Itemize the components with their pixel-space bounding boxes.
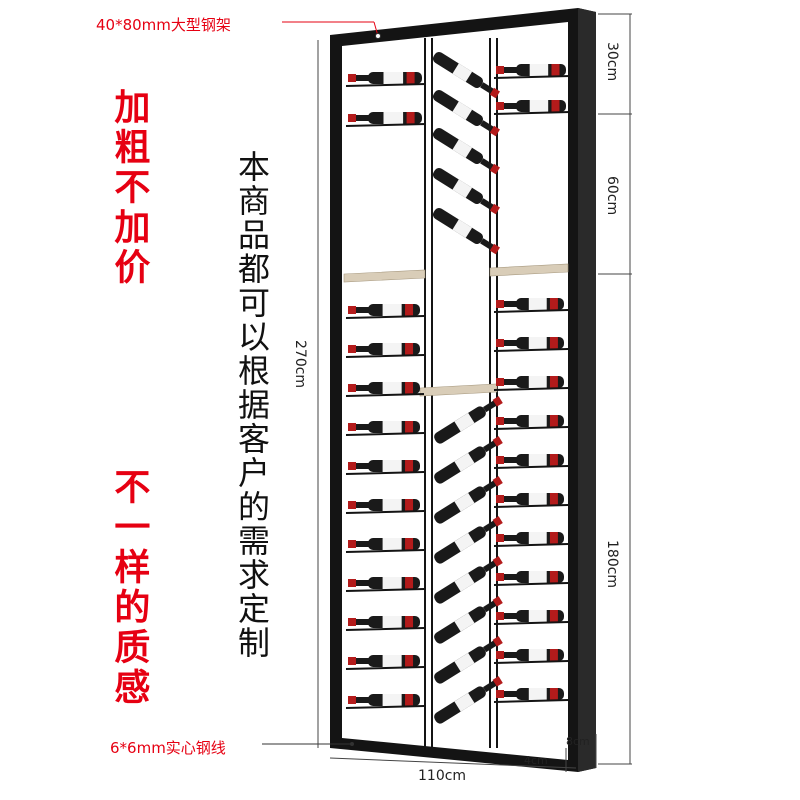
support-rod — [345, 393, 425, 397]
wine-bottle-angled — [432, 167, 500, 215]
segment-bottom-label: 180cm — [604, 540, 620, 589]
frame-depth-label: 8cm — [566, 735, 590, 748]
wine-bottle — [348, 382, 420, 394]
callout-dot — [350, 742, 354, 746]
support-rod — [345, 315, 425, 319]
slogan-thick-no-extra-price: 加粗不加价 — [108, 88, 150, 288]
support-rod — [493, 660, 569, 664]
wine-bottle — [496, 610, 564, 622]
support-rod — [345, 354, 425, 358]
steel-wire-callout: 6*6mm实心钢线 — [110, 739, 226, 757]
wine-bottle — [496, 571, 564, 583]
wine-bottle — [496, 64, 566, 76]
wine-bottle-angled — [432, 89, 500, 137]
support-rod — [493, 75, 571, 79]
wine-bottle — [348, 538, 420, 550]
rack-frame-side — [578, 8, 596, 772]
dimension-line — [329, 757, 577, 769]
support-rod — [345, 705, 425, 709]
wine-bottle-angled — [434, 476, 503, 524]
support-rod — [493, 309, 569, 313]
wine-bottle-angled — [434, 676, 503, 724]
segment-top-label: 30cm — [604, 42, 620, 82]
wine-bottle — [496, 100, 566, 112]
wine-bottle — [348, 112, 422, 124]
slogan-different-texture: 不一样的质感 — [108, 468, 150, 708]
support-rod — [493, 111, 571, 115]
support-rod — [345, 471, 425, 475]
support-rod — [493, 387, 569, 391]
wine-bottle-angled — [432, 127, 500, 175]
wine-bottle-angled — [434, 396, 503, 444]
wine-bottle-angled — [434, 516, 503, 564]
support-rod — [345, 588, 425, 592]
support-rod — [493, 543, 569, 547]
wine-bottle — [348, 343, 420, 355]
wine-bottle — [348, 421, 420, 433]
wine-bottle — [496, 532, 564, 544]
wine-bottle — [496, 688, 564, 700]
support-rod — [493, 426, 569, 430]
bar-width-label: 4cm — [524, 754, 548, 767]
support-rod — [345, 432, 425, 436]
callout-dot — [375, 33, 381, 39]
wine-bottle — [348, 577, 420, 589]
support-rod — [493, 582, 569, 586]
steel-frame-callout: 40*80mm大型钢架 — [96, 16, 231, 34]
wine-bottle-angled — [432, 51, 500, 99]
wine-bottle-angled — [432, 207, 500, 255]
wine-bottle — [496, 415, 564, 427]
support-rod — [493, 465, 569, 469]
wine-bottle-angled — [434, 556, 503, 604]
wood-shelf — [343, 269, 426, 283]
support-rod — [493, 348, 569, 352]
support-rod — [345, 123, 427, 127]
wine-bottle — [348, 499, 420, 511]
wine-bottle — [496, 376, 564, 388]
support-rod — [345, 549, 425, 553]
wine-bottle — [348, 460, 420, 472]
support-rod — [345, 666, 425, 670]
support-rod — [345, 83, 427, 87]
wine-bottle — [496, 454, 564, 466]
support-rod — [493, 504, 569, 508]
support-rod — [345, 510, 425, 514]
wine-bottle — [496, 649, 564, 661]
wine-bottle — [348, 694, 420, 706]
support-rod — [493, 621, 569, 625]
wine-bottle — [348, 72, 422, 84]
wine-bottle — [348, 616, 420, 628]
segment-middle-label: 60cm — [604, 176, 620, 216]
wine-bottle — [496, 493, 564, 505]
wine-bottle-angled — [434, 436, 503, 484]
wine-bottle — [348, 655, 420, 667]
support-rod — [493, 699, 569, 703]
wood-shelf — [489, 263, 569, 277]
support-rod — [345, 627, 425, 631]
wine-bottle — [348, 304, 420, 316]
wine-bottle-angled — [434, 636, 503, 684]
wine-bottle — [496, 337, 564, 349]
customization-note: 本商品都可以根据客户的需求定制 — [233, 150, 271, 660]
wine-bottle-angled — [434, 596, 503, 644]
wine-bottle — [496, 298, 564, 310]
height-total-label: 270cm — [292, 340, 308, 389]
width-total-label: 110cm — [418, 768, 467, 784]
